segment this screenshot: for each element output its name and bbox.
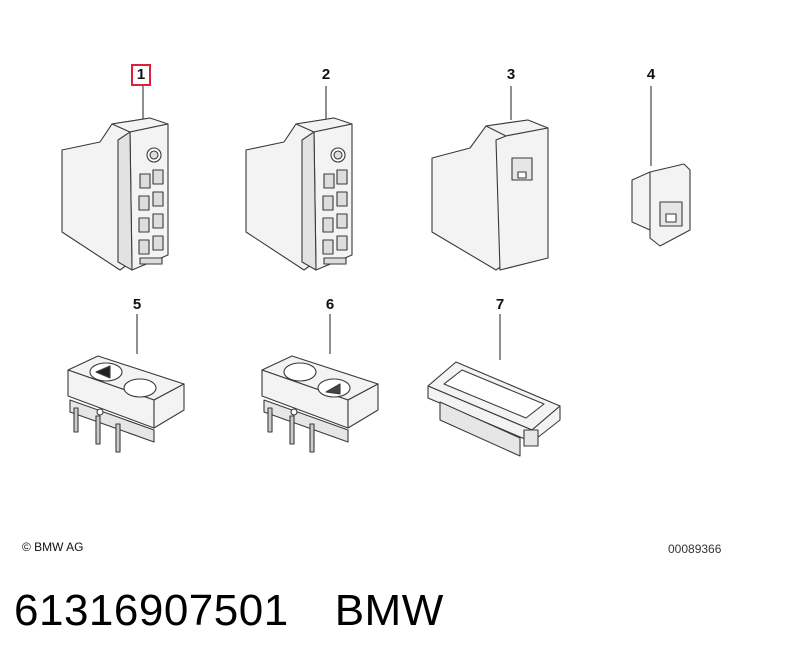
callout-5[interactable]: 5 xyxy=(132,296,142,313)
callout-7[interactable]: 7 xyxy=(495,296,505,313)
part-number: 61316907501 xyxy=(14,586,289,635)
part-6-rocker-switch[interactable] xyxy=(261,314,379,453)
callout-2[interactable]: 2 xyxy=(321,66,331,83)
callout-6[interactable]: 6 xyxy=(325,296,335,313)
part-2-switch-block[interactable] xyxy=(245,86,353,271)
copyright-notice: © BMW AG xyxy=(22,540,84,554)
callout-4[interactable]: 4 xyxy=(646,66,656,83)
callout-1[interactable]: 1 xyxy=(131,64,151,86)
part-info: 61316907501 BMW xyxy=(14,586,444,636)
part-5-rocker-switch[interactable] xyxy=(67,314,185,453)
image-code: 00089366 xyxy=(668,542,722,556)
part-3-cover-switch[interactable] xyxy=(431,86,549,271)
part-1-switch-block[interactable] xyxy=(61,86,169,271)
part-7-frame[interactable] xyxy=(427,314,561,457)
parts-diagram xyxy=(61,86,691,457)
part-brand: BMW xyxy=(334,586,444,635)
callout-3[interactable]: 3 xyxy=(506,66,516,83)
part-4-small-switch[interactable] xyxy=(631,86,691,247)
